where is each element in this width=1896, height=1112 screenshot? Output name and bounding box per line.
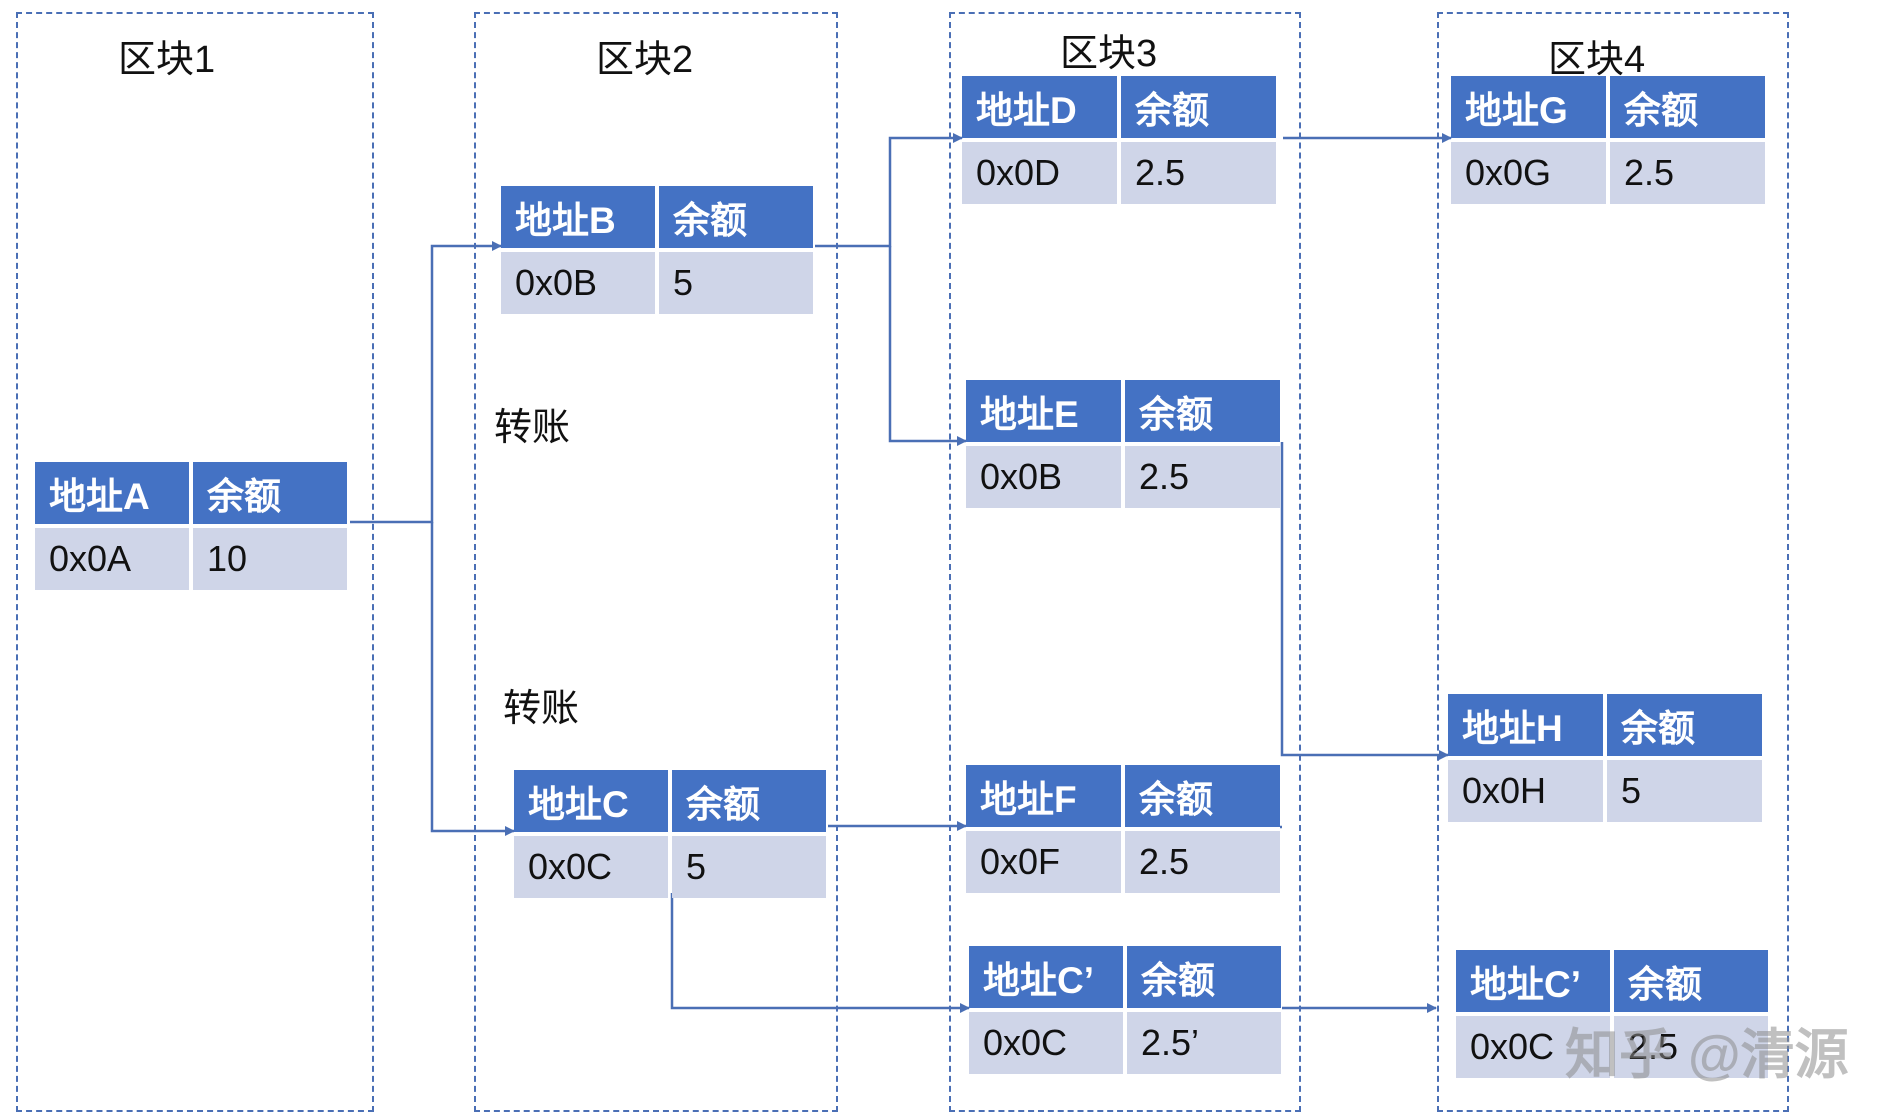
address-value: 0x0C [969,1012,1123,1074]
balance-header: 余额 [1127,946,1281,1008]
block-1-title: 区块1 [118,39,216,81]
address-value: 0x0C [1456,1016,1610,1078]
balance-value: 5 [659,252,813,314]
balance-header: 余额 [1121,76,1276,138]
address-header: 地址D [962,76,1117,138]
table-address-d: 地址D 余额 0x0D 2.5 [962,76,1276,204]
table-address-e: 地址E 余额 0x0B 2.5 [966,380,1280,508]
address-header: 地址C’ [969,946,1123,1008]
balance-header: 余额 [1125,765,1280,827]
table-address-a: 地址A 余额 0x0A 10 [35,462,347,590]
address-value: 0x0A [35,528,189,590]
address-value: 0x0G [1451,142,1606,204]
address-value: 0x0F [966,831,1121,893]
balance-header: 余额 [193,462,347,524]
balance-value: 2.5 [1125,831,1280,893]
transfer-label-lower: 转账 [503,688,580,730]
balance-value: 2.5 [1121,142,1276,204]
arrow-b-to-e [888,246,967,446]
address-value: 0x0B [501,252,655,314]
address-header: 地址C [514,770,668,832]
table-address-f: 地址F 余额 0x0F 2.5 [966,765,1280,893]
address-header: 地址G [1451,76,1606,138]
address-value: 0x0D [962,142,1117,204]
arrow-e-f-to-h [1280,442,1449,760]
balance-header: 余额 [672,770,826,832]
address-value: 0x0H [1448,760,1603,822]
address-header: 地址F [966,765,1121,827]
balance-header: 余额 [659,186,813,248]
table-address-h: 地址H 余额 0x0H 5 [1448,694,1762,822]
arrow-a-to-c [430,522,515,836]
address-header: 地址E [966,380,1121,442]
arrow-b-to-d [815,133,963,248]
address-header: 地址A [35,462,189,524]
balance-value: 2.5 [1610,142,1765,204]
transfer-label-upper: 转账 [494,407,571,449]
balance-header: 余额 [1125,380,1280,442]
table-address-g: 地址G 余额 0x0G 2.5 [1451,76,1765,204]
address-header: 地址C’ [1456,950,1610,1012]
block-3-title: 区块3 [1060,33,1158,75]
table-address-c: 地址C 余额 0x0C 5 [514,770,826,898]
balance-header: 余额 [1607,694,1762,756]
balance-value: 2.5’ [1127,1012,1281,1074]
address-header: 地址H [1448,694,1603,756]
address-value: 0x0C [514,836,668,898]
address-value: 0x0B [966,446,1121,508]
arrow-a-to-b [350,241,502,524]
table-address-c-prime-block3: 地址C’ 余额 0x0C 2.5’ [969,946,1281,1074]
watermark: 知乎 @清源 [1565,1025,1849,1085]
balance-value: 5 [672,836,826,898]
balance-value: 5 [1607,760,1762,822]
balance-value: 10 [193,528,347,590]
balance-header: 余额 [1614,950,1768,1012]
table-address-b: 地址B 余额 0x0B 5 [501,186,813,314]
block-2-title: 区块2 [596,39,694,81]
balance-header: 余额 [1610,76,1765,138]
block-4-title: 区块4 [1548,39,1646,81]
table-address-c-prime-block4: 地址C’ 余额 0x0C 2.5 [1456,950,1768,1078]
balance-value: 2.5 [1125,446,1280,508]
arrow-c-to-c3 [670,893,970,1013]
balance-value: 2.5 [1614,1016,1768,1078]
address-header: 地址B [501,186,655,248]
